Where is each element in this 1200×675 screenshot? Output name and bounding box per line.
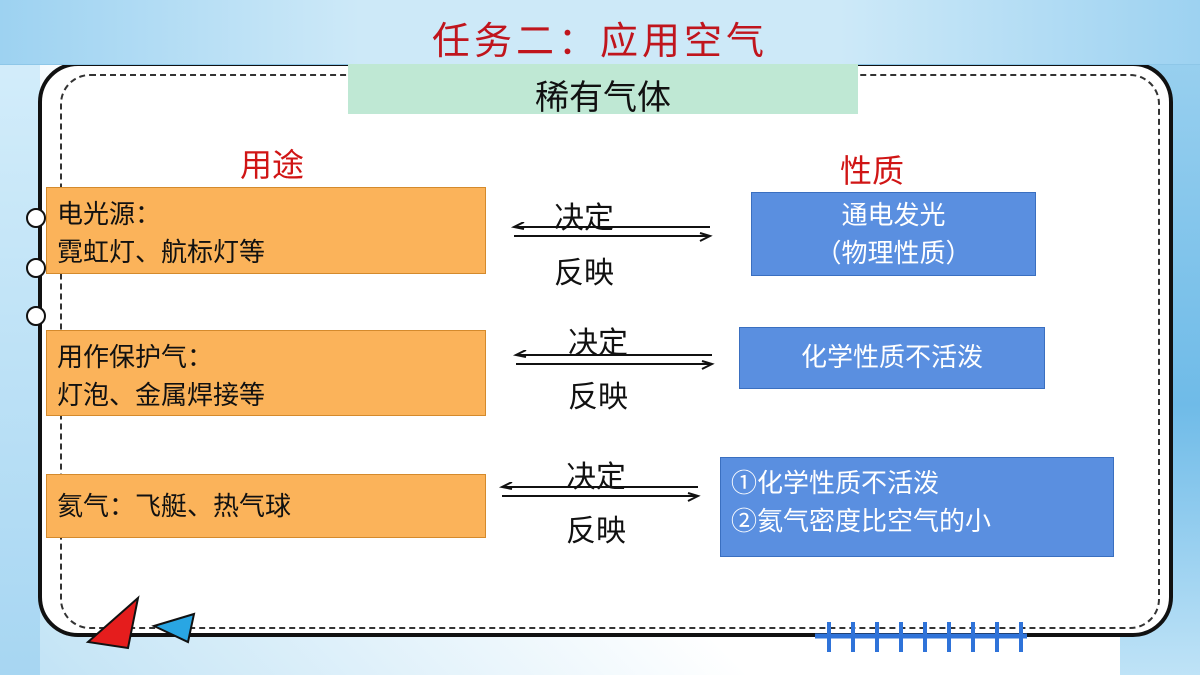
reflect-label: 反映 — [554, 256, 614, 291]
property-line: 通电发光 — [841, 201, 946, 231]
header-bar — [0, 0, 1200, 65]
subtitle: 稀有气体 — [535, 78, 671, 118]
use-box-1: 电光源： 霓虹灯、航标灯等 — [46, 187, 486, 274]
property-line: 化学性质不活泼 — [800, 343, 983, 373]
background-left-stripe — [0, 0, 40, 675]
property-line: （物理性质） — [815, 239, 972, 269]
double-arrow-icon — [512, 350, 715, 370]
column-heading-uses: 用途 — [240, 146, 305, 184]
blue-triangle-icon — [151, 612, 196, 644]
use-box-3: 氦气：飞艇、热气球 — [46, 474, 486, 538]
double-arrow-icon — [498, 482, 701, 502]
column-heading-properties: 性质 — [840, 152, 905, 190]
use-line: 用作保护气： — [57, 343, 214, 373]
use-line: 氦气：飞艇、热气球 — [57, 492, 292, 522]
decide-label: 决定 — [566, 460, 626, 495]
use-line: 电光源： — [57, 200, 162, 230]
property-box-2: 化学性质不活泼 — [739, 327, 1045, 389]
subtitle-box — [348, 64, 858, 114]
binder-ring-icon — [26, 208, 46, 228]
page-title: 任务二：应用空气 — [431, 19, 768, 63]
reflect-label: 反映 — [568, 380, 628, 415]
red-triangle-icon — [85, 595, 140, 650]
decide-label: 决定 — [554, 201, 614, 236]
use-box-2: 用作保护气： 灯泡、金属焊接等 — [46, 330, 486, 416]
property-line: ①化学性质不活泼 — [731, 469, 940, 499]
property-line: ②氦气密度比空气的小 — [731, 507, 992, 537]
use-line: 灯泡、金属焊接等 — [57, 381, 266, 411]
binder-ring-icon — [26, 306, 46, 326]
ruler-decoration-icon — [815, 622, 1027, 652]
property-box-3: ①化学性质不活泼 ②氦气密度比空气的小 — [720, 457, 1114, 557]
property-box-1: 通电发光 （物理性质） — [751, 192, 1036, 276]
reflect-label: 反映 — [566, 514, 626, 549]
use-line: 霓虹灯、航标灯等 — [57, 238, 266, 268]
double-arrow-icon — [510, 222, 713, 242]
binder-ring-icon — [26, 258, 46, 278]
